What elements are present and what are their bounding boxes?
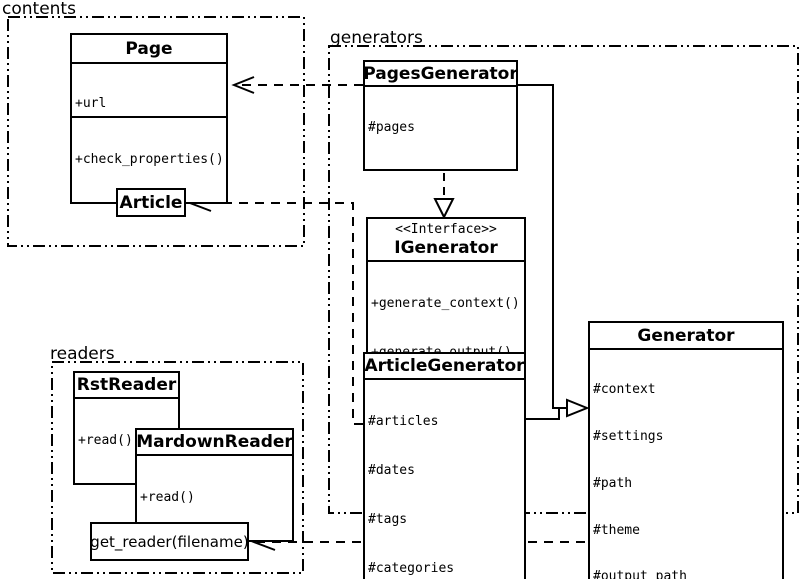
class-page-title: Page [125,38,173,59]
member: #path [593,475,633,491]
class-generator: Generator #context #settings #path #them… [588,321,784,579]
member: +check_properties() [75,151,224,167]
member: +url [75,95,107,111]
class-pagesgenerator: PagesGenerator #pages [363,60,518,172]
member: +generate_context() [371,295,520,311]
class-page-methods: +check_properties() [72,116,226,202]
class-mardownreader-title: MardownReader [137,432,292,452]
member: #settings [593,428,664,444]
class-articlegenerator-attributes: #articles #dates #tags #categories [365,378,524,579]
function-get-reader-label: get_reader(filename) [90,532,249,551]
package-label-readers: readers [50,344,115,364]
package-label-generators: generators [330,28,423,48]
member: #categories [368,561,455,577]
class-mardownreader-methods: +read() [137,454,292,540]
package-label-contents: contents [2,0,76,19]
class-rstreader-methods: +read() [75,397,178,483]
dependency-pagesgenerator-to-page [231,76,363,94]
class-articlegenerator-title: ArticleGenerator [365,356,524,376]
generalization-generators-to-generator [518,84,590,420]
dependency-articlegenerator-to-article [187,194,363,425]
member: #dates [368,463,415,479]
class-pagesgenerator-title: PagesGenerator [365,63,516,84]
function-get-reader: get_reader(filename) [90,522,249,561]
class-igenerator-title: IGenerator [394,238,498,258]
package-border-readers [51,361,304,574]
member: #context [593,382,656,398]
class-articlegenerator: ArticleGenerator #articles #dates #tags … [363,352,526,579]
class-igenerator-header: <<Interface>> IGenerator [368,219,524,260]
class-generator-title: Generator [637,325,735,346]
member: +read() [78,432,133,448]
class-pagesgenerator-attributes: #pages [365,85,516,169]
member: #tags [368,512,408,528]
package-border-generators [328,45,799,514]
class-page: Page +url +slug +summary +check_properti… [70,33,228,205]
member: #theme [593,522,640,538]
member: #articles [368,413,439,429]
member: #pages [368,119,415,135]
class-page-attributes: +url +slug +summary [72,62,226,116]
package-border-contents [7,16,305,247]
class-rstreader-title: RstReader [76,375,177,395]
class-article: Article [116,188,186,217]
member: +read() [140,489,195,505]
class-generator-attributes: #context #settings #path #theme #output_… [590,348,782,579]
class-igenerator-stereotype: <<Interface>> [395,222,497,237]
member: #output_path [593,569,687,579]
class-article-title: Article [119,192,183,213]
